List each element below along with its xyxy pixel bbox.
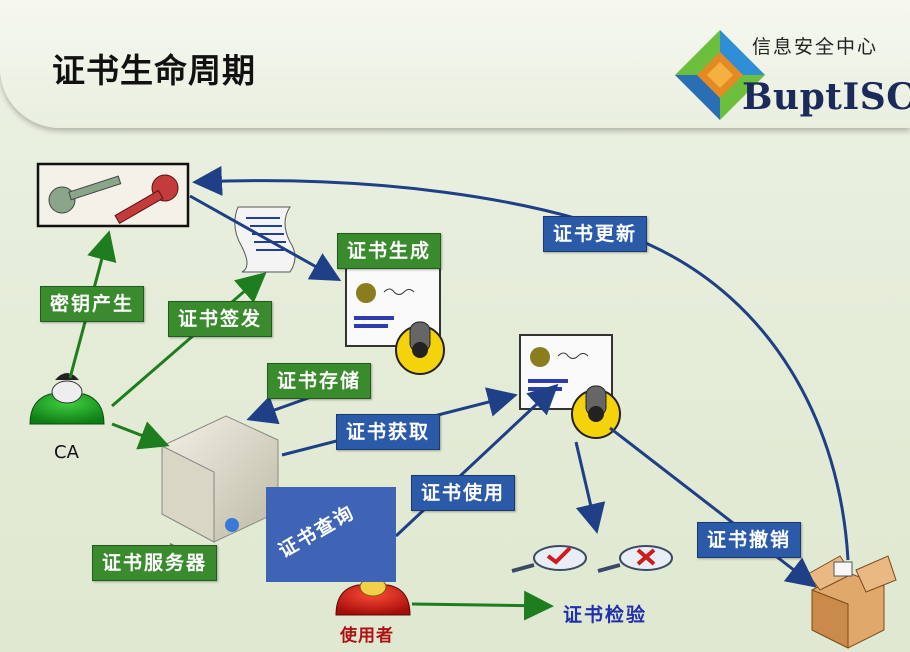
- query-label: 证书查询: [274, 501, 359, 563]
- page-title: 证书生命周期: [52, 51, 256, 90]
- generate-arrow: [189, 194, 342, 281]
- fetch-label: 证书获取: [336, 414, 441, 450]
- server-label: 证书服务器: [92, 545, 218, 581]
- issue-arrow: [111, 272, 267, 408]
- verify-fail-icon: [597, 545, 673, 573]
- ca-text: CA: [54, 442, 79, 463]
- renew-label: 证书更新: [543, 216, 648, 252]
- key-gen-label: 密钥产生: [40, 286, 145, 322]
- renew-arrow: [192, 165, 850, 561]
- revoke-arrow: [609, 426, 817, 588]
- org-name-en: BuptISC: [742, 76, 910, 118]
- verify-arrow: [574, 441, 606, 534]
- revoke-label: 证书撤销: [697, 522, 802, 558]
- server-icon: [161, 415, 279, 567]
- ca-to-server-arrow: [111, 421, 170, 450]
- use-label: 证书使用: [411, 475, 516, 511]
- ca-person-icon: [29, 373, 105, 425]
- generate-label: 证书生成: [337, 233, 442, 269]
- verify-pass-icon: [511, 545, 587, 573]
- store-label: 证书存储: [267, 363, 372, 399]
- certificate-icon: [345, 267, 445, 375]
- org-logo-icon: [675, 30, 765, 120]
- certificate-icon: [519, 334, 621, 439]
- user-person-icon: [335, 577, 411, 616]
- user-text: 使用者: [340, 626, 394, 646]
- user-verify-arrow: [411, 590, 554, 621]
- verify-text: 证书检验: [563, 604, 648, 626]
- query-label-box: 证书查询: [266, 487, 396, 582]
- key-pair-icon: [36, 162, 190, 228]
- issue-label: 证书签发: [168, 301, 273, 337]
- header-bar: [0, 0, 910, 128]
- org-name-cn: 信息安全中心: [752, 36, 879, 58]
- revocation-box-icon: [807, 555, 897, 649]
- query-arrow: [394, 383, 559, 538]
